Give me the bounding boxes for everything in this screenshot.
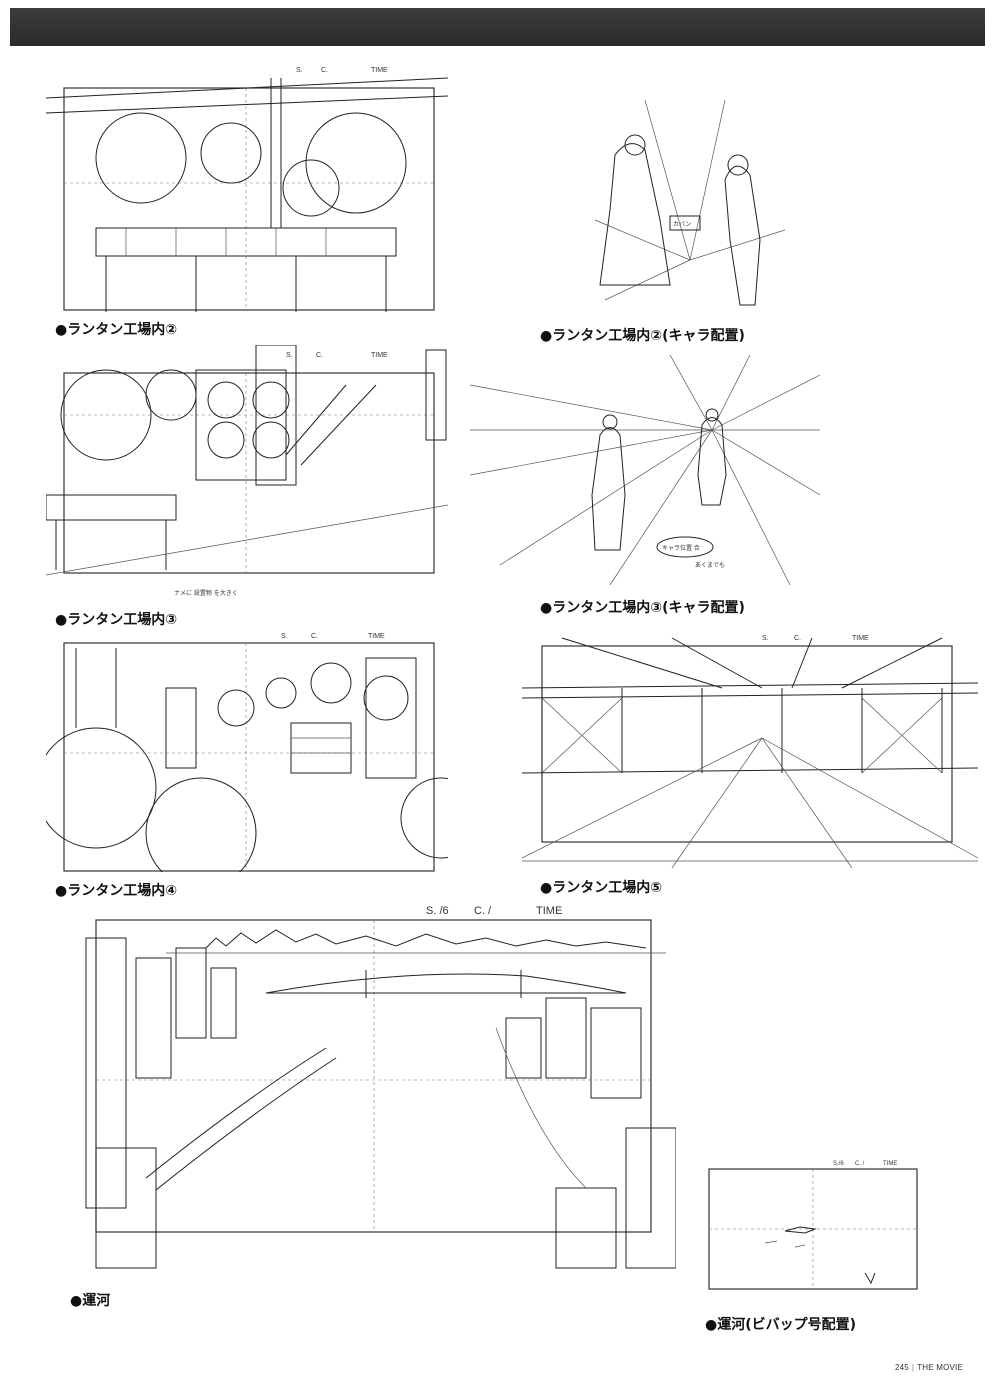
sheet-s: S. [296, 67, 303, 74]
caption-p2: ●ランタン工場内②(キャラ配置) [540, 328, 745, 344]
sketch-art: S. C. TIME [46, 633, 448, 872]
sketch-lantern-factory-4: S. C. TIME [46, 628, 448, 872]
sketch-art: S. C. TIME [46, 67, 448, 312]
folio-title: THE MOVIE [917, 1363, 963, 1372]
sketch-canal: S. /6 C. / TIME [66, 898, 676, 1280]
p4-note2: あくまでも [695, 562, 725, 569]
sketch-lantern-factory-2-characters: カバン [585, 100, 785, 315]
sheet-time: TIME [368, 633, 385, 640]
sheet-s: S. [286, 352, 293, 359]
sheet-c: C. [316, 352, 323, 359]
page-folio: 245|THE MOVIE [895, 1363, 963, 1372]
bag-label: カバン [673, 221, 691, 228]
p3-note: ナメに 設置物 を大きく [174, 589, 238, 597]
sketch-art: S. C. TIME [522, 635, 978, 868]
sheet-c: C. [311, 633, 318, 640]
p4-note1: キャラ位置 合 [662, 544, 700, 552]
sheet-time: TIME [883, 1161, 897, 1167]
sheet-c: C. / [855, 1161, 865, 1167]
sketch-art: S./6 C. / TIME [708, 1161, 918, 1290]
sheet-s: S./6 [833, 1161, 844, 1167]
sketch-art: カバン [594, 100, 785, 306]
sketch-canal-bebop: S./6 C. / TIME [705, 1155, 923, 1293]
caption-p6: ●ランタン工場内⑤ [540, 880, 663, 896]
sheet-s: S. [281, 633, 288, 640]
sheet-c: C. / [474, 905, 492, 917]
sketch-lantern-factory-3: S. C. TIME ナメに 設置物 を大きく [46, 345, 448, 603]
caption-p3: ●ランタン工場内③ [55, 612, 178, 628]
sheet-time: TIME [371, 352, 388, 359]
sheet-s: S. [762, 635, 769, 642]
sketch-lantern-factory-5: S. C. TIME [522, 628, 978, 868]
sheet-c: C. [321, 67, 328, 74]
sheet-s: S. /6 [426, 905, 449, 917]
folio-separator: | [911, 1363, 915, 1372]
sheet-time: TIME [536, 905, 562, 917]
sheet-time: TIME [371, 67, 388, 74]
caption-p1: ●ランタン工場内② [55, 322, 178, 338]
header-bar [10, 8, 985, 46]
sketch-lantern-factory-3-characters: キャラ位置 合 あくまでも [470, 355, 820, 585]
sketch-art: S. C. TIME ナメに 設置物 を大きく [46, 345, 448, 597]
caption-p7: ●運河 [70, 1293, 111, 1309]
sheet-time: TIME [852, 635, 869, 642]
sketch-art: S. /6 C. / TIME [85, 905, 676, 1269]
page-number: 245 [894, 1363, 909, 1372]
caption-p4: ●ランタン工場内③(キャラ配置) [540, 600, 745, 616]
sheet-c: C. [794, 635, 801, 642]
caption-p8: ●運河(ビバップ号配置) [705, 1317, 857, 1333]
sketch-art: キャラ位置 合 あくまでも [470, 355, 820, 585]
caption-p5: ●ランタン工場内④ [55, 883, 178, 899]
sketch-lantern-factory-2: S. C. TIME [46, 58, 448, 312]
